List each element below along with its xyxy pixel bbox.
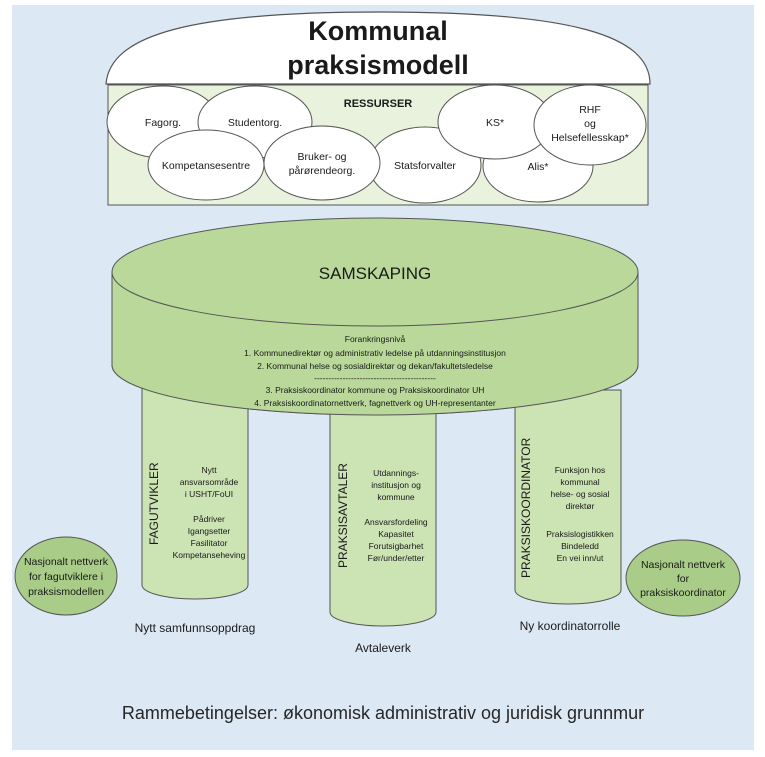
resource-ks-label: KS* <box>486 117 504 129</box>
resource-kompetansesentre-label: Kompetansesentre <box>162 160 250 172</box>
pillar-praksisavtaler-title: PRAKSISAVTALER <box>336 463 350 568</box>
pillar-praksisavtaler <box>329 409 437 627</box>
pillar-praksisavtaler-line: kommune <box>377 492 415 502</box>
pillar-fagutvikler-line: Fasilitator <box>191 538 228 548</box>
pillar-praksisavtaler-line: Utdannings- <box>373 468 419 478</box>
pillar-fagutvikler <box>141 384 249 600</box>
forankring-line-3: 3. Praksiskoordinator kommune og Praksis… <box>266 385 485 395</box>
pillar-praksiskoordinator-line: direktør <box>566 501 595 511</box>
network-praksiskoordinator-line-1: Nasjonalt nettverk <box>641 559 726 571</box>
samskaping-cylinder-outline <box>111 272 639 416</box>
pillar-praksisavtaler-line: Forutsigbarhet <box>369 541 424 551</box>
forankring-heading: Forankringsnivå <box>345 334 406 344</box>
resource-rhf-label-1: RHF <box>579 104 601 116</box>
ressurser-header: RESSURSER <box>344 98 413 110</box>
resource-bruker <box>263 125 381 201</box>
pillar-praksiskoordinator-line: kommunal <box>560 477 599 487</box>
samskaping-cylinder-band <box>112 300 638 415</box>
pillar-fagutvikler-line: Pådriver <box>193 514 225 524</box>
resource-statsforvalter-label: Statsforvalter <box>394 160 456 172</box>
title-dome <box>105 11 651 85</box>
pillar-fagutvikler-line: Nytt <box>201 465 217 475</box>
title-line-2: praksismodell <box>287 50 469 80</box>
pillar-praksiskoordinator-line: En vei inn/ut <box>557 553 604 563</box>
samskaping-cylinder-top <box>111 217 639 327</box>
pillar-praksisavtaler-line: institusjon og <box>371 480 421 490</box>
resource-rhf <box>533 84 647 166</box>
pillar-praksiskoordinator-line: helse- og sosial <box>550 489 609 499</box>
title-line-1: Kommunal <box>308 16 448 46</box>
footer-rammebetingelser: Rammebetingelser: økonomisk administrati… <box>122 703 644 723</box>
pillar-fagutvikler-line: ansvarsområde <box>180 477 239 487</box>
forankring-line-4: 4. Praksiskoordinatornettverk, fagnettve… <box>254 398 496 408</box>
pillar-praksiskoordinator-body: Funksjon hos kommunal helse- og sosial d… <box>546 465 614 563</box>
resource-studentorg-label: Studentorg. <box>228 117 282 129</box>
pillar-praksisavtaler-line: Kapasitet <box>378 529 414 539</box>
pillar-praksisavtaler-caption: Avtaleverk <box>355 641 412 655</box>
pillar-fagutvikler-title: FAGUTVIKLER <box>147 462 161 545</box>
resource-bruker-label-2: pårørendeorg. <box>289 165 356 177</box>
resource-rhf-label-3: Helsefellesskap* <box>551 132 629 144</box>
pillar-praksisavtaler-body: Utdannings- institusjon og kommune Ansva… <box>364 468 428 563</box>
network-praksiskoordinator-line-3: praksiskoordinator <box>640 587 726 599</box>
pillar-fagutvikler-line: Igangsetter <box>188 526 231 536</box>
network-fagutviklere-line-1: Nasjonalt nettverk <box>24 556 109 568</box>
pillar-praksiskoordinator-line: Funksjon hos <box>555 465 606 475</box>
pillar-praksiskoordinator-title: PRAKSISKOORDINATOR <box>519 437 533 578</box>
pillar-fagutvikler-line: i USHT/FoUI <box>185 489 233 499</box>
pillar-fagutvikler-caption: Nytt samfunnsoppdrag <box>135 621 256 635</box>
pillar-praksiskoordinator-line: Bindeledd <box>561 541 599 551</box>
resource-rhf-label-2: og <box>584 118 596 130</box>
pillar-praksiskoordinator <box>514 389 622 605</box>
samskaping-title: SAMSKAPING <box>319 264 431 283</box>
forankring-divider: ----------------------------------------… <box>314 373 436 383</box>
network-fagutviklere-line-3: praksismodellen <box>28 586 104 598</box>
forankring-line-1: 1. Kommunedirektør og administrativ lede… <box>244 348 506 358</box>
network-praksiskoordinator-line-2: for <box>677 573 690 585</box>
network-praksiskoordinator <box>625 539 741 617</box>
network-fagutviklere <box>14 536 118 616</box>
pillar-praksisavtaler-line: Før/under/etter <box>368 553 425 563</box>
pillar-fagutvikler-body: Nytt ansvarsområde i USHT/FoUI Pådriver … <box>173 465 246 560</box>
pillar-praksisavtaler-line: Ansvarsfordeling <box>364 517 428 527</box>
pillar-fagutvikler-line: Kompetanseheving <box>173 550 246 560</box>
network-fagutviklere-line-2: for fagutviklere i <box>29 571 103 583</box>
resource-fagorg-label: Fagorg. <box>145 117 181 129</box>
resource-bruker-label-1: Bruker- og <box>297 151 346 163</box>
resource-alis-label: Alis* <box>527 161 548 173</box>
forankring-line-2: 2. Kommunal helse og sosialdirektør og d… <box>257 361 493 371</box>
pillar-praksiskoordinator-caption: Ny koordinatorrolle <box>520 619 621 633</box>
pillar-praksiskoordinator-line: Praksislogistikken <box>546 529 614 539</box>
